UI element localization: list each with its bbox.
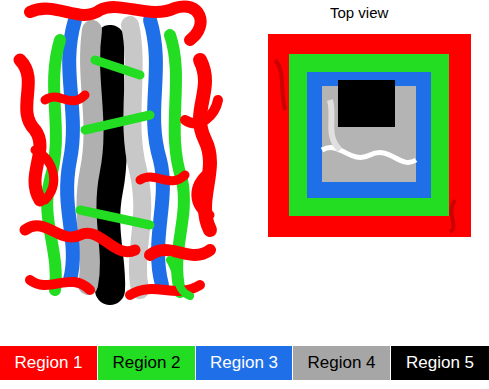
legend-text: Region 4 (307, 353, 375, 373)
legend-swatch: Region 3 (196, 346, 292, 380)
legend-text: Region 3 (210, 353, 278, 373)
legend-swatch: Region 1 (0, 346, 97, 380)
legend-swatch: Region 5 (391, 346, 489, 380)
legend-text: Region 2 (112, 353, 180, 373)
legend-text: Region 1 (14, 353, 82, 373)
legend-swatch: Region 4 (293, 346, 390, 380)
view-label: Top view (330, 4, 388, 21)
top-view-figure (268, 34, 471, 237)
legend-text: Region 5 (406, 353, 474, 373)
legend-swatch: Region 2 (98, 346, 195, 380)
